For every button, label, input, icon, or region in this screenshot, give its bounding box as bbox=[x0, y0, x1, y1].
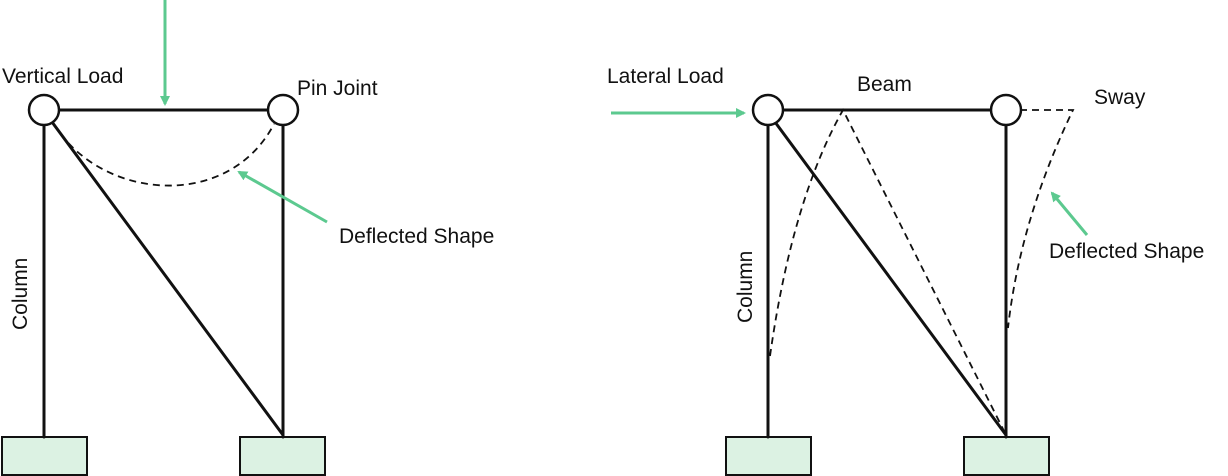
right-frame: Lateral Load Beam Sway Deflected Shape C… bbox=[607, 65, 1204, 476]
right-deflected-shape-label: Deflected Shape bbox=[1049, 240, 1204, 263]
left-frame-right-pin-joint bbox=[266, 93, 300, 127]
right-frame-right-support bbox=[963, 436, 1050, 476]
left-frame-left-support bbox=[1, 436, 88, 476]
lateral-load-label: Lateral Load bbox=[607, 65, 724, 88]
right-frame-deflected-column-and-brace bbox=[769, 108, 1007, 436]
beam-label: Beam bbox=[857, 73, 912, 96]
pin-joint-label: Pin Joint bbox=[297, 77, 378, 100]
left-frame-deflected-shape bbox=[53, 123, 275, 187]
left-frame-diagonal-brace bbox=[50, 120, 285, 437]
left-deflected-shape-pointer-arrow bbox=[237, 170, 328, 224]
right-frame-sway-deflected-shape bbox=[1007, 109, 1075, 329]
left-column-label: Column bbox=[9, 258, 32, 330]
left-deflected-shape-label: Deflected Shape bbox=[339, 225, 494, 248]
right-deflected-shape-pointer-arrow bbox=[1050, 191, 1089, 236]
left-frame: Vertical Load Pin Joint Deflected Shape … bbox=[1, 0, 494, 476]
left-frame-left-pin-joint bbox=[27, 93, 61, 127]
sway-label: Sway bbox=[1094, 86, 1146, 109]
left-frame-right-support bbox=[239, 436, 326, 476]
right-frame-right-pin-joint bbox=[989, 93, 1023, 127]
right-frame-left-pin-joint bbox=[751, 93, 785, 127]
vertical-load-label: Vertical Load bbox=[2, 65, 123, 88]
right-column-label: Column bbox=[734, 251, 757, 323]
right-frame-diagonal-brace bbox=[773, 120, 1008, 437]
right-frame-left-support bbox=[725, 436, 812, 476]
